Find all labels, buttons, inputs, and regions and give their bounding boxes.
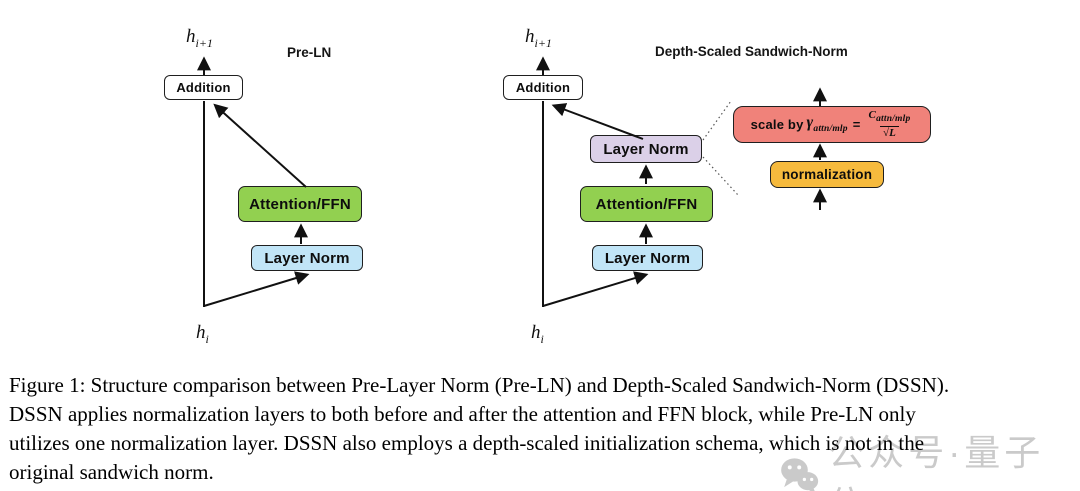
arrow-left-residual-to-norm [203,271,310,307]
scale-fraction: Cattn/mlp √L [866,110,914,139]
right-post-layer-norm-box: Layer Norm [590,135,702,163]
arrow-left-ffn-to-addition [213,103,307,188]
caption-line: utilizes one normalization layer. DSSN a… [9,431,925,455]
right-input-label: hi [531,322,544,347]
right-addition-box: Addition [503,75,583,100]
right-pre-layer-norm-box: Layer Norm [592,245,703,271]
sqrt-sign: √ [882,126,890,139]
caption-line: original sandwich norm. [9,460,214,484]
left-output-var: h [186,26,196,47]
normalization-label: normalization [781,167,873,182]
left-attention-ffn-box: Attention/FFN [238,186,362,222]
gamma-subscript: attn/mlp [813,124,848,135]
left-input-subscript: i [205,331,209,346]
right-input-subscript: i [540,331,544,346]
figure-caption: Figure 1: Structure comparison between P… [9,371,949,487]
normalization-box: normalization [770,161,884,188]
numerator-subscript: attn/mlp [876,114,911,125]
caption-line: DSSN applies normalization layers to bot… [9,402,916,426]
caption-line: Figure 1: Structure comparison between P… [9,373,950,397]
left-input-label: hi [196,322,209,347]
gamma-glyph: γ [806,114,814,132]
denominator-var: L [889,126,897,139]
gamma-symbol: γattn/mlp [807,114,848,134]
right-output-var: h [525,26,535,47]
right-attention-ffn-box: Attention/FFN [580,186,713,222]
scale-formula: scale by γattn/mlp = Cattn/mlp √L [751,110,914,139]
scale-prefix: scale by [750,117,804,132]
fraction-denominator: √L [879,125,900,139]
wechat-icon [781,458,819,491]
arrow-right-residual-to-prenorm [542,271,649,307]
right-pre-layer-norm-label: Layer Norm [604,249,691,267]
callout-dotted-upper [702,100,732,141]
right-attention-ffn-label: Attention/FFN [595,195,698,213]
watermark: 公众号·量子位 [779,424,1080,491]
left-addition-box: Addition [164,75,243,100]
equals-sign: = [852,117,861,132]
left-layer-norm-label: Layer Norm [264,249,350,267]
right-output-label: hi+1 [525,26,552,51]
left-input-var: h [196,322,206,343]
right-diagram-title: Depth-Scaled Sandwich-Norm [655,44,848,59]
left-diagram-title: Pre-LN [287,45,332,60]
left-attention-ffn-label: Attention/FFN [249,195,351,213]
right-addition-label: Addition [515,80,571,95]
numerator-var: C [868,109,877,122]
scale-formula-box: scale by γattn/mlp = Cattn/mlp √L [733,106,931,143]
fraction-numerator: Cattn/mlp [866,110,914,126]
right-output-subscript: i+1 [534,35,552,50]
left-output-subscript: i+1 [195,35,213,50]
left-addition-label: Addition [176,80,231,95]
watermark-text: 公众号·量子位 [828,432,1045,491]
right-input-var: h [531,322,541,343]
left-output-label: hi+1 [186,26,213,51]
left-layer-norm-box: Layer Norm [251,245,363,271]
right-post-layer-norm-label: Layer Norm [603,140,689,158]
